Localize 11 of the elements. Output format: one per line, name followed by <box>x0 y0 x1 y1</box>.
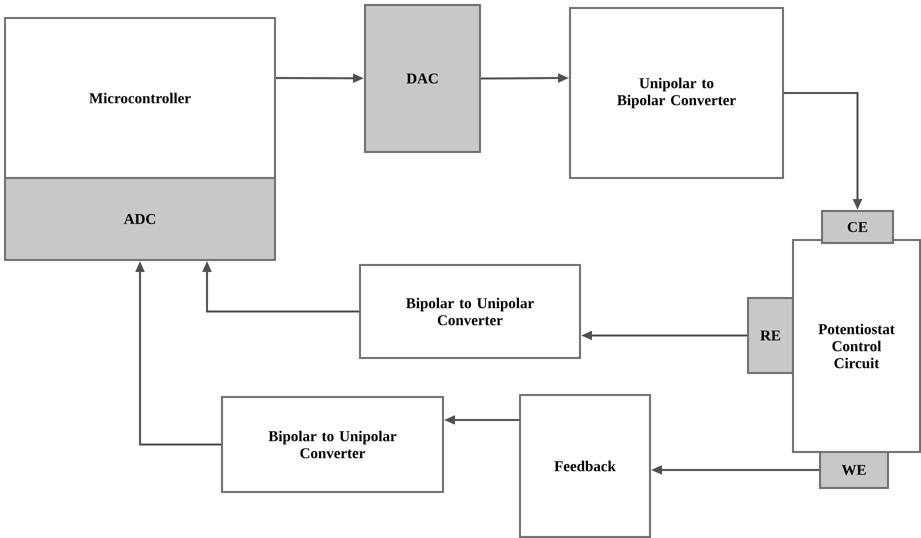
adc-box: ADC <box>4 177 276 261</box>
converter-box: Unipolar to Bipolar Converter <box>569 7 784 179</box>
feedback-box: Feedback <box>519 394 651 538</box>
microcontroller-box: Microcontroller <box>4 17 276 179</box>
electrode-box: RE <box>747 296 794 374</box>
circuit-box: Potentiostat Control Circuit <box>792 238 921 453</box>
converter-box: Bipolar to Unipolar Converter <box>359 264 581 359</box>
converter-box: Bipolar to Unipolar Converter <box>221 396 444 493</box>
dac-box: DAC <box>364 4 481 153</box>
electrode-box: WE <box>819 450 889 489</box>
electrode-box: CE <box>821 210 894 244</box>
